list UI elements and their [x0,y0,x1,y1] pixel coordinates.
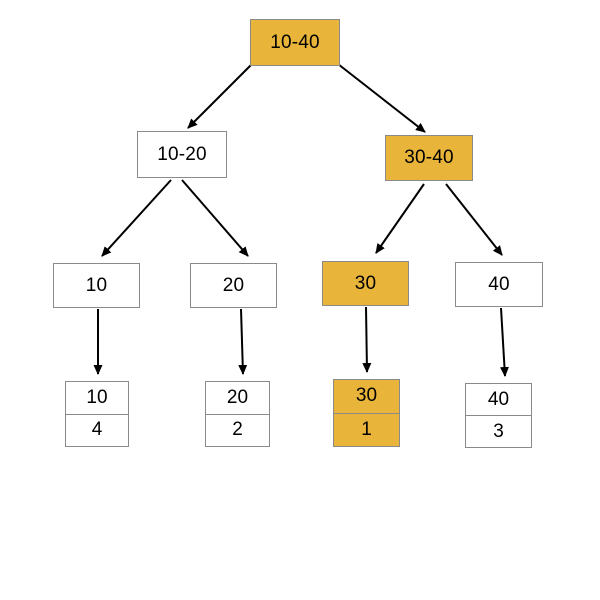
edge-30-40-to-30 [375,183,425,254]
node-key-30: 30 [322,261,409,306]
leaf-record-10-value: 4 [65,414,129,447]
leaf-record-30-key: 30 [333,379,400,414]
leaf-record-10-key: 10 [65,381,129,415]
leaf-record-40: 40 3 [465,383,532,448]
node-key-10: 10 [53,263,140,308]
leaf-record-20: 20 2 [205,381,270,447]
edge-root-to-10-20 [187,64,252,129]
leaf-record-20-value: 2 [205,414,270,447]
node-range-30-40: 30-40 [385,135,473,181]
edge-20-to-leaf [238,308,248,375]
node-key-20: 20 [190,263,277,308]
edge-30-40-to-40 [445,183,503,256]
leaf-record-40-key: 40 [465,383,532,416]
node-range-10-20: 10-20 [137,131,227,178]
edge-10-20-to-10 [101,179,172,257]
leaf-record-10: 10 4 [65,381,129,447]
leaf-record-30: 30 1 [333,379,400,447]
leaf-record-40-value: 3 [465,416,532,448]
leaf-record-20-key: 20 [205,381,270,415]
node-range-10-40: 10-40 [250,19,340,66]
edge-root-to-30-40 [337,63,426,133]
edge-40-to-leaf [499,307,509,377]
leaf-record-30-value: 1 [333,413,400,447]
edge-30-to-leaf [362,306,372,373]
edge-10-20-to-20 [181,179,249,257]
node-key-40: 40 [455,262,543,307]
